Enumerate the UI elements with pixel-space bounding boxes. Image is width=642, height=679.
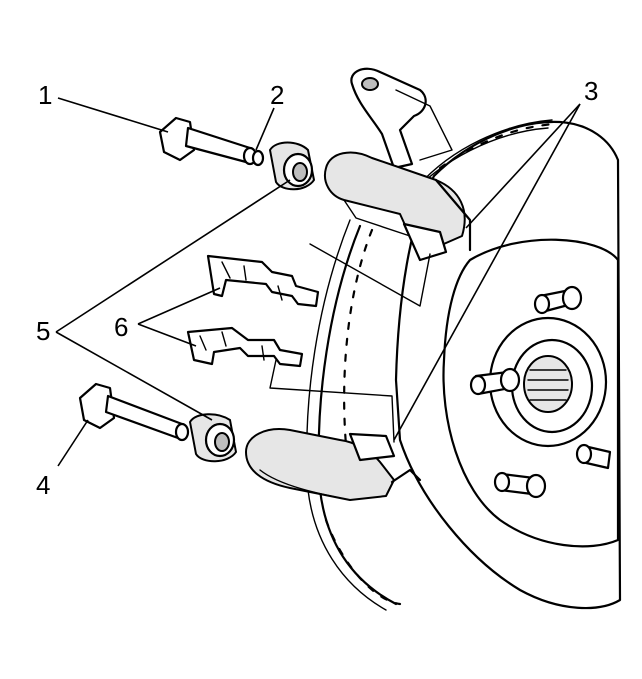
callout-4: 4 [36, 470, 50, 500]
callout-1: 1 [38, 80, 52, 110]
wheel-stud [575, 443, 612, 470]
guide-pin-bolt-lower [78, 382, 190, 442]
leader-lines [55, 97, 581, 467]
pin-bushing-lower [189, 413, 237, 463]
pin-bushing-upper [269, 141, 315, 191]
callout-5: 5 [36, 316, 50, 346]
wheel-stud [469, 367, 521, 396]
pad-outline-upper [309, 243, 431, 307]
wheel-stud [493, 471, 547, 499]
wheel-stud [533, 285, 583, 315]
pad-clip-lower [186, 326, 304, 368]
steering-knuckle [350, 67, 453, 170]
callout-6: 6 [114, 312, 128, 342]
brake-rotor [306, 119, 622, 611]
pad-clip-upper [206, 254, 320, 308]
guide-pin-bolt-upper [158, 116, 265, 167]
callout-2: 2 [270, 80, 284, 110]
caliper-bracket [245, 151, 472, 501]
pad-outline-lower [269, 359, 395, 443]
callout-3: 3 [584, 76, 598, 106]
